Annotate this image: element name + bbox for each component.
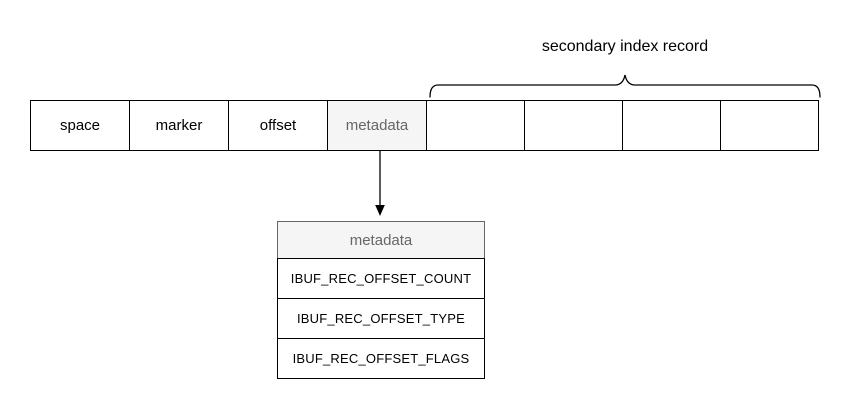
cell-secondary-index-4 xyxy=(720,100,819,151)
table-row-label: IBUF_REC_OFFSET_TYPE xyxy=(297,311,465,326)
cell-offset-label: offset xyxy=(259,117,297,134)
arrow-down-icon xyxy=(375,151,385,216)
secondary-index-record-label: secondary index record xyxy=(541,38,709,55)
cell-space: space xyxy=(30,100,130,151)
cell-marker: marker xyxy=(129,100,229,151)
cell-secondary-index-1 xyxy=(426,100,525,151)
table-row-offset-flags: IBUF_REC_OFFSET_FLAGS xyxy=(277,338,485,379)
cell-secondary-index-2 xyxy=(524,100,623,151)
record-row: space marker offset metadata xyxy=(30,100,819,151)
table-row-label: IBUF_REC_OFFSET_FLAGS xyxy=(292,351,470,366)
cell-offset: offset xyxy=(228,100,328,151)
cell-metadata-label: metadata xyxy=(345,117,409,134)
cell-space-label: space xyxy=(59,117,101,134)
table-row-label: IBUF_REC_OFFSET_COUNT xyxy=(290,271,472,286)
metadata-table-header: metadata xyxy=(277,221,485,259)
metadata-table-header-label: metadata xyxy=(349,231,413,249)
cell-metadata: metadata xyxy=(327,100,427,151)
table-row-offset-type: IBUF_REC_OFFSET_TYPE xyxy=(277,298,485,339)
table-row-offset-count: IBUF_REC_OFFSET_COUNT xyxy=(277,258,485,299)
metadata-table: metadata IBUF_REC_OFFSET_COUNT IBUF_REC_… xyxy=(277,221,485,379)
cell-secondary-index-3 xyxy=(622,100,721,151)
curly-brace-icon xyxy=(429,74,821,98)
cell-marker-label: marker xyxy=(155,117,203,134)
